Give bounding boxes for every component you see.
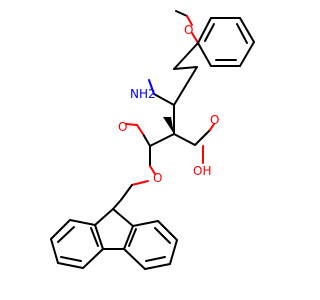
left-ring-bond <box>57 262 84 269</box>
right-ring-double <box>145 256 166 262</box>
right-ring-bond <box>123 248 146 270</box>
acid-c-bond <box>194 129 211 146</box>
acid-oxygen-label: O <box>210 113 219 127</box>
ester-oxygen-2-label: O <box>153 171 162 185</box>
amino-bond <box>153 93 175 106</box>
ester-o-bond <box>136 124 144 135</box>
ester-o2-bond <box>131 180 149 186</box>
ring-bond <box>239 41 255 67</box>
right-ring-double <box>128 228 137 247</box>
methyl-bond <box>175 10 188 17</box>
ester-c-bond <box>149 133 175 147</box>
right-ring-double <box>154 227 171 244</box>
ring-double-bond <box>236 23 248 44</box>
acid-hydroxyl-label: OH <box>193 164 211 178</box>
structure-svg: O NH2 O O O OH <box>50 10 255 270</box>
amino-label: NH2 <box>130 87 156 101</box>
methoxy-o-bond <box>186 15 193 26</box>
stereo-wedge <box>163 117 174 134</box>
fluorenyl-bond <box>94 208 114 226</box>
ring-bond <box>197 17 212 44</box>
left-ring-bond <box>69 219 96 226</box>
left-ring-bond <box>82 248 104 269</box>
ester-o-bond <box>125 123 138 126</box>
fluorenyl-bond <box>112 199 122 210</box>
molecule-diagram: O NH2 O O O OH <box>50 10 255 270</box>
left-ring-bond <box>50 238 59 264</box>
ester-oxygen-label: O <box>118 120 127 134</box>
aryl-bond <box>173 66 198 106</box>
ring-bond <box>239 17 255 43</box>
right-ring-bond <box>169 239 178 265</box>
left-ring-double <box>60 256 82 262</box>
ring-double-bond <box>204 23 215 42</box>
amino-n-bond <box>148 79 155 95</box>
acid-c-bond <box>173 133 196 146</box>
fluorenyl-bond <box>112 208 134 227</box>
methylene-bond <box>120 184 133 201</box>
right-ring-bond <box>144 263 171 270</box>
methoxy-c-bond <box>191 32 199 44</box>
left-ring-bond <box>50 219 71 240</box>
aryl-bond <box>173 42 199 70</box>
acid-o-bond <box>209 123 215 131</box>
ester-c-bond <box>142 133 151 147</box>
right-ring-bond <box>132 220 159 227</box>
ester-o2-bond <box>149 165 156 175</box>
aryl-bond <box>173 66 198 70</box>
left-ring-double <box>90 227 99 247</box>
left-ring-double <box>57 226 75 243</box>
fluorenyl-bond <box>123 225 134 250</box>
fluorenyl-bond <box>94 224 104 250</box>
right-ring-bond <box>157 220 178 241</box>
ring-bond <box>197 42 212 67</box>
methoxy-oxygen-label: O <box>184 23 193 37</box>
